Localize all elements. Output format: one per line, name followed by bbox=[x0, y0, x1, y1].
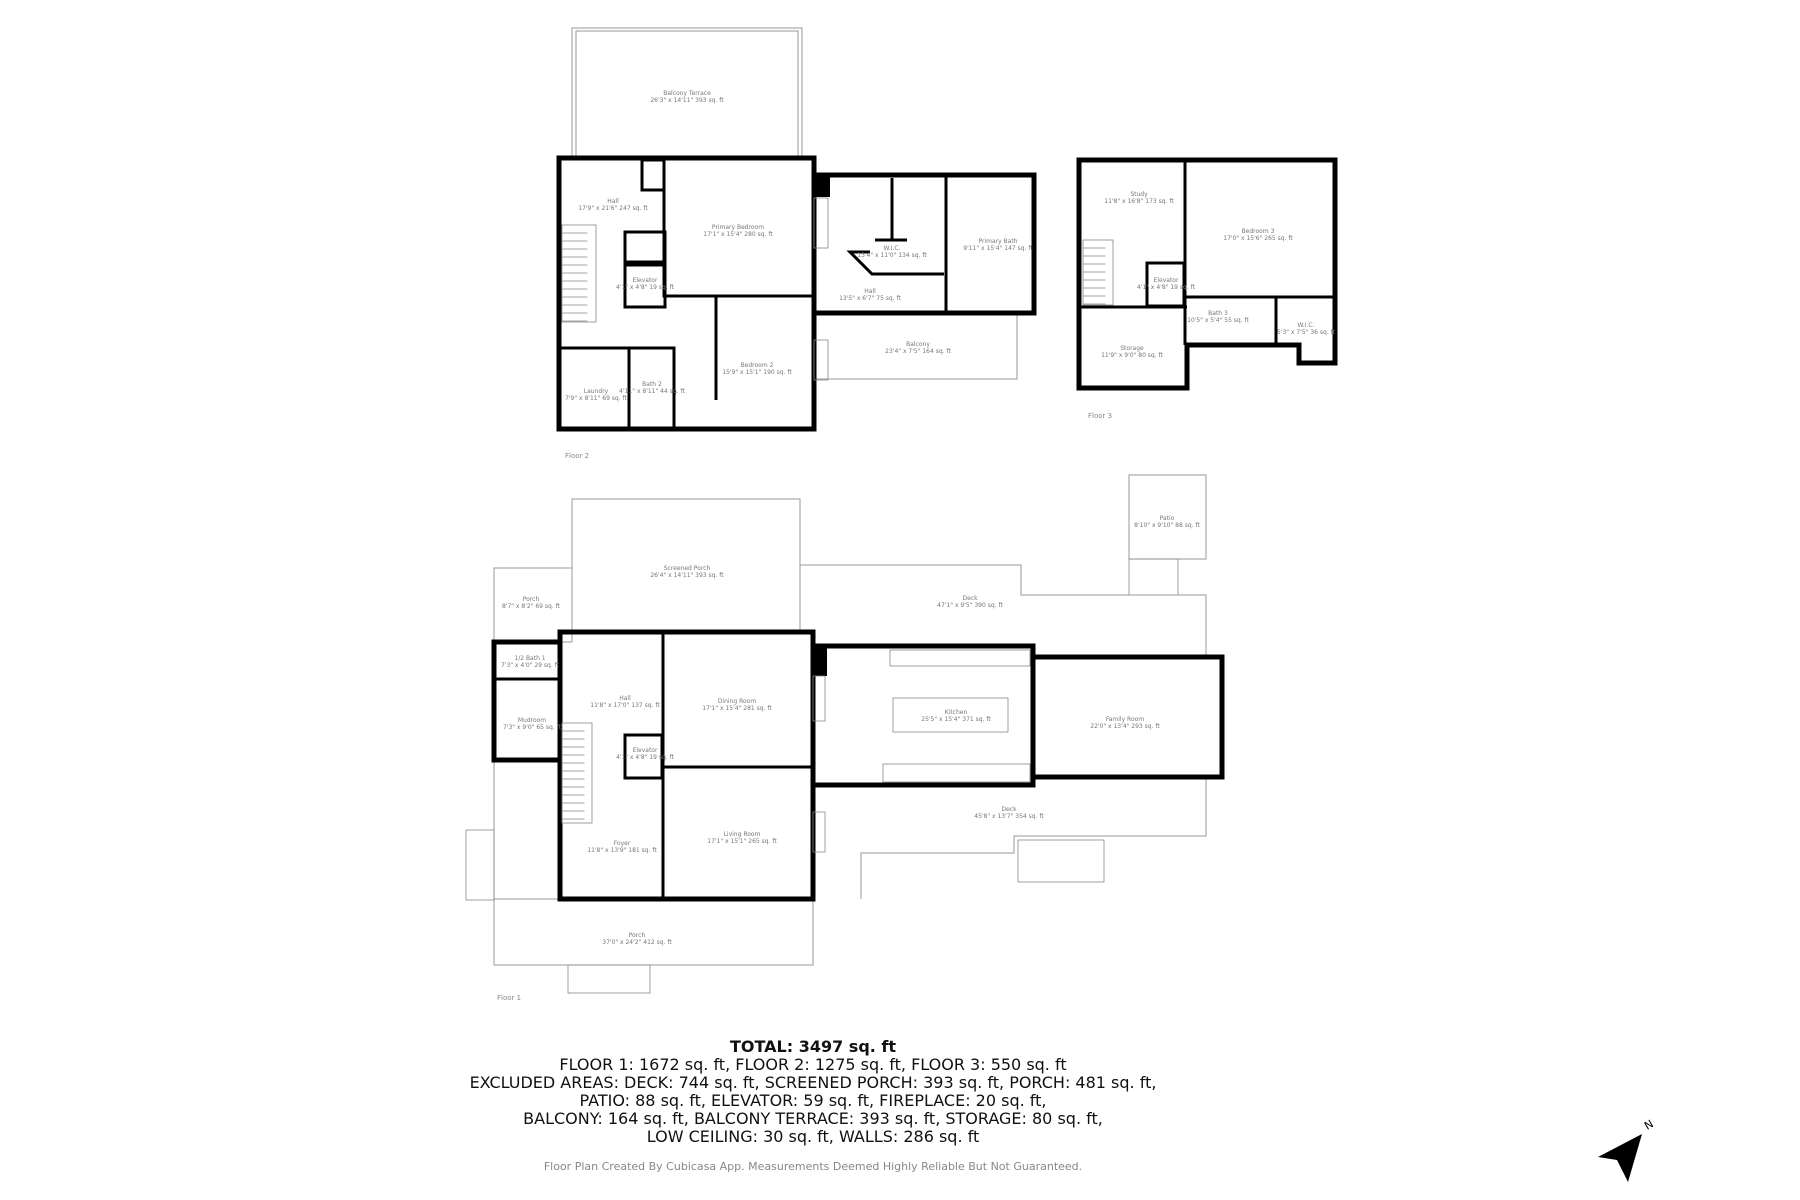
room-dimensions: 4'1" x 4'8" 19 sq. ft bbox=[616, 754, 675, 761]
kitchen-island bbox=[892, 697, 1009, 733]
room-name: Foyer bbox=[614, 840, 631, 847]
room-dimensions: 11'8" x 16'8" 173 sq. ft bbox=[1104, 198, 1174, 205]
room-name: Laundry bbox=[584, 388, 609, 395]
room-name: Elevator bbox=[633, 277, 658, 284]
room-name: Deck bbox=[962, 595, 978, 602]
room-dimensions: 26'4" x 14'11" 393 sq. ft bbox=[650, 572, 724, 579]
north-label: N bbox=[1642, 1117, 1656, 1132]
room-dimensions: 23'4" x 7'5" 164 sq. ft bbox=[885, 348, 951, 355]
summary-line: BALCONY: 164 sq. ft, BALCONY TERRACE: 39… bbox=[523, 1109, 1103, 1128]
room-name: Primary Bath bbox=[978, 238, 1017, 245]
room-dimensions: 11'8" x 13'9" 181 sq. ft bbox=[587, 847, 657, 854]
floor-3-plan bbox=[1076, 157, 1338, 391]
deck-outline bbox=[800, 564, 1207, 657]
room-dimensions: 37'0" x 24'2" 412 sq. ft bbox=[602, 939, 672, 946]
room-name: Elevator bbox=[633, 747, 658, 754]
room-dimensions: 8'7" x 8'2" 69 sq. ft bbox=[502, 603, 561, 610]
room-name: Balcony bbox=[906, 341, 930, 348]
room-name: Screened Porch bbox=[664, 565, 711, 572]
room-name: Storage bbox=[1120, 345, 1144, 352]
room-name: Hall bbox=[619, 695, 631, 702]
deck-steps bbox=[1017, 839, 1105, 883]
disclaimer: Floor Plan Created By Cubicasa App. Meas… bbox=[543, 1160, 1083, 1173]
room-name: Study bbox=[1130, 191, 1148, 198]
room-dimensions: 11'9" x 9'0" 80 sq. ft bbox=[1101, 352, 1163, 359]
stairs bbox=[561, 224, 597, 323]
floor-1-plan bbox=[465, 474, 1225, 994]
room-dimensions: 5'3" x 7'5" 36 sq. ft bbox=[1277, 329, 1336, 336]
room-name: W.I.C. bbox=[884, 245, 901, 252]
room-dimensions: 7'3" x 9'0" 65 sq. ft bbox=[503, 724, 562, 731]
room-name: Porch bbox=[629, 932, 646, 939]
room-dimensions: 4'11" x 8'11" 44 sq. ft bbox=[619, 388, 685, 395]
room-name: Bedroom 3 bbox=[1242, 228, 1275, 235]
room-dimensions: 9'11" x 15'4" 147 sq. ft bbox=[963, 245, 1033, 252]
room-name: Elevator bbox=[1154, 277, 1179, 284]
room-name: Hall bbox=[864, 288, 876, 295]
room-dimensions: 25'5" x 15'4" 371 sq. ft bbox=[921, 716, 991, 723]
room-name: Mudroom bbox=[518, 717, 546, 724]
family-room-walls bbox=[1030, 654, 1225, 780]
room-name: Dining Room bbox=[718, 698, 757, 705]
room-name: Bath 3 bbox=[1208, 310, 1228, 317]
room-dimensions: 17'1" x 15'1" 265 sq. ft bbox=[707, 838, 777, 845]
room-dimensions: 17'1" x 15'4" 281 sq. ft bbox=[702, 705, 772, 712]
room-name: Hall bbox=[607, 198, 619, 205]
stairs bbox=[1082, 239, 1114, 306]
floor-3-walls bbox=[1076, 157, 1338, 391]
room-dimensions: 11'8" x 17'0" 137 sq. ft bbox=[590, 702, 660, 709]
summary-line: LOW CEILING: 30 sq. ft, WALLS: 286 sq. f… bbox=[646, 1127, 980, 1146]
room-dimensions: 22'0" x 13'4" 293 sq. ft bbox=[1090, 723, 1160, 730]
room-name: Patio bbox=[1160, 515, 1175, 522]
room-dimensions: 13'4" x 11'0" 134 sq. ft bbox=[857, 252, 927, 259]
elevator-shaft bbox=[623, 263, 667, 309]
room-dimensions: 7'3" x 4'0" 29 sq. ft bbox=[501, 662, 560, 669]
room-dimensions: 45'8" x 13'7" 354 sq. ft bbox=[974, 813, 1044, 820]
elevator-shaft bbox=[623, 733, 664, 780]
area-summary: TOTAL: 3497 sq. ft FLOOR 1: 1672 sq. ft,… bbox=[0, 1038, 1626, 1146]
front-steps bbox=[567, 964, 651, 994]
room-dimensions: 4'1" x 4'8" 19 sq. ft bbox=[616, 284, 675, 291]
room-name: 1/2 Bath 1 bbox=[514, 655, 545, 662]
room-name: Bedroom 2 bbox=[741, 362, 774, 369]
room-dimensions: 8'10" x 9'10" 88 sq. ft bbox=[1134, 522, 1200, 529]
room-dimensions: 4'1" x 4'8" 19 sq. ft bbox=[1137, 284, 1196, 291]
room-dimensions: 15'9" x 15'1" 190 sq. ft bbox=[722, 369, 792, 376]
room-name: Kitchen bbox=[945, 709, 968, 716]
room-name: Living Room bbox=[724, 831, 761, 838]
summary-line: PATIO: 88 sq. ft, ELEVATOR: 59 sq. ft, F… bbox=[579, 1091, 1047, 1110]
room-name: Porch bbox=[523, 596, 540, 603]
patio-steps bbox=[1128, 558, 1179, 596]
room-dimensions: 26'3" x 14'11" 393 sq. ft bbox=[650, 97, 724, 104]
room-name: Family Room bbox=[1106, 716, 1144, 723]
room-dimensions: 47'1" x 9'5" 390 sq. ft bbox=[937, 602, 1003, 609]
room-dimensions: 10'5" x 5'4" 55 sq. ft bbox=[1187, 317, 1249, 324]
room-name: Deck bbox=[1001, 806, 1017, 813]
summary-line: EXCLUDED AREAS: DECK: 744 sq. ft, SCREEN… bbox=[469, 1073, 1157, 1092]
room-name: Balcony Terrace bbox=[663, 90, 711, 97]
stairs bbox=[561, 722, 593, 824]
room-dimensions: 17'0" x 15'6" 265 sq. ft bbox=[1223, 235, 1293, 242]
total-area: TOTAL: 3497 sq. ft bbox=[729, 1037, 897, 1056]
floor-label: Floor 2 bbox=[565, 452, 589, 460]
room-name: W.I.C. bbox=[1298, 322, 1315, 329]
floor-label: Floor 1 bbox=[497, 994, 521, 1002]
room-dimensions: 17'9" x 21'6" 247 sq. ft bbox=[578, 205, 648, 212]
floor-2-plan bbox=[556, 27, 1037, 432]
summary-line: FLOOR 1: 1672 sq. ft, FLOOR 2: 1275 sq. … bbox=[559, 1055, 1067, 1074]
floor-label: Floor 3 bbox=[1088, 412, 1112, 420]
room-name: Primary Bedroom bbox=[712, 224, 764, 231]
side-steps bbox=[465, 829, 495, 901]
front-porch-outline bbox=[493, 898, 814, 966]
elevator-shaft bbox=[1145, 261, 1186, 308]
room-dimensions: 17'1" x 15'4" 280 sq. ft bbox=[703, 231, 773, 238]
room-dimensions: 13'5" x 6'7" 75 sq. ft bbox=[839, 295, 901, 302]
room-dimensions: 7'9" x 8'11" 69 sq. ft bbox=[565, 395, 627, 402]
room-name: Bath 2 bbox=[642, 381, 662, 388]
